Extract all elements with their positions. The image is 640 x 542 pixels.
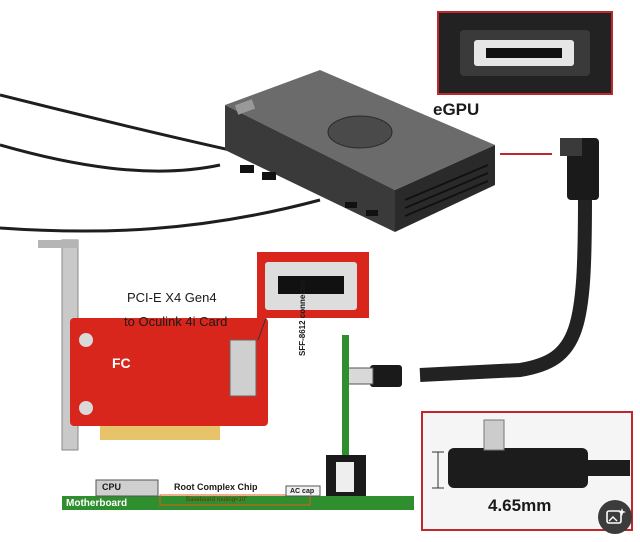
motherboard-bar — [62, 496, 414, 510]
egpu-dock — [225, 70, 495, 232]
root-complex-label: Root Complex Chip — [174, 482, 258, 492]
pcie-oculink-card: FC — [70, 318, 268, 440]
card-port-callout — [257, 252, 369, 318]
sff-connector-label: SFF-8612 connector — [298, 279, 307, 356]
signal-cable-left — [0, 143, 221, 173]
power-cable — [0, 93, 231, 152]
svg-text:FC: FC — [112, 355, 131, 371]
motherboard-label: Motherboard — [66, 498, 128, 509]
image-sparkle-button[interactable] — [598, 500, 632, 534]
cpu-box — [95, 479, 159, 497]
card-oculink-port — [229, 339, 257, 397]
cpu-label: CPU — [102, 482, 122, 492]
plug-dimension-callout — [421, 411, 633, 531]
bottom-cable — [0, 198, 321, 233]
egpu-port-callout — [437, 11, 613, 95]
ac-cap-label: AC cap — [290, 488, 315, 495]
ac-cap-box — [285, 485, 321, 497]
image-sparkle-icon — [606, 508, 626, 524]
oculink-cable — [419, 194, 592, 382]
fan-grille — [327, 115, 393, 149]
dimension-label: 4.65mm — [488, 496, 552, 515]
oculink-plug-left — [370, 365, 402, 387]
egpu-label: eGPU — [433, 100, 480, 119]
baseboard-routing — [159, 494, 311, 506]
baseboard-label: Baseboard routing<10" — [186, 497, 248, 503]
card-label-line1: PCI-E X4 Gen4 — [127, 290, 217, 305]
card-label-line2: to Oculink 4i Card — [124, 314, 228, 329]
riser-pcb — [342, 335, 349, 495]
